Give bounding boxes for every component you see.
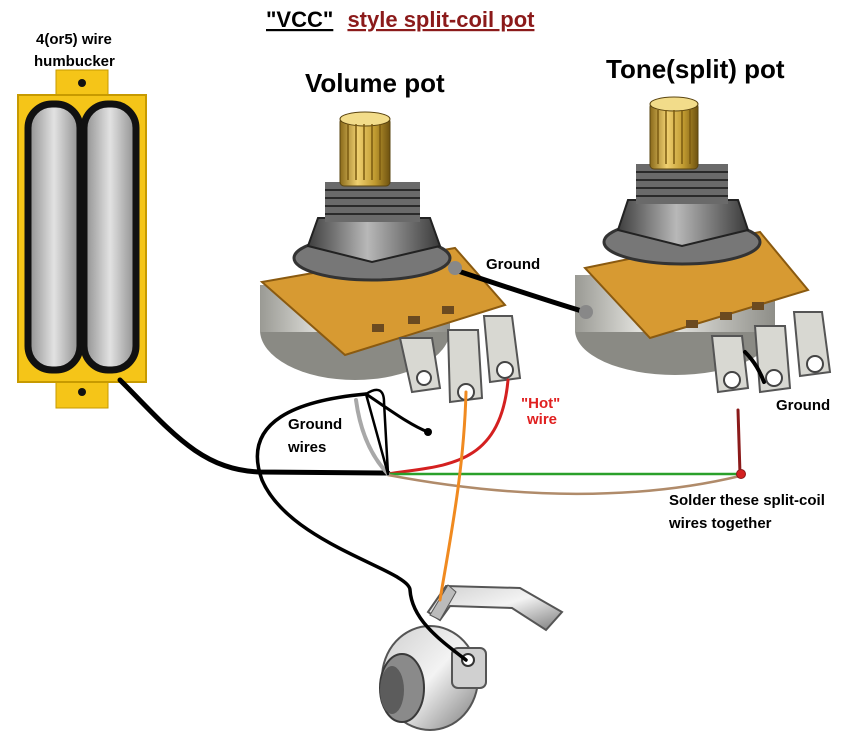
jack-sleeve-lug-hole xyxy=(461,653,475,667)
tone-pot-shaft-top xyxy=(649,96,699,112)
tone-pot-bushing xyxy=(636,164,728,204)
volume-pot-shaft-top xyxy=(339,111,391,127)
pickup-screw-hole-bottom xyxy=(78,388,86,396)
tone-pot-contact-1 xyxy=(686,320,698,328)
humbucker-label-line1: 4(or5) wire xyxy=(36,31,112,48)
pickup-coil-right xyxy=(80,100,140,374)
tone-pot-lug-3-hole xyxy=(806,355,824,373)
pickup-screw-hole-top xyxy=(78,79,86,87)
ground-label-top: Ground xyxy=(486,256,540,273)
wire-humbucker-ground xyxy=(117,377,391,476)
humbucker-label-line2: humbucker xyxy=(34,53,115,70)
ground-wires-label: Ground wires xyxy=(287,416,346,456)
volume-pot-shaft-splines xyxy=(347,124,381,180)
wire-hot-red xyxy=(386,378,510,476)
ground-solder-dot-lug1 xyxy=(424,428,432,436)
jack-sleeve-lug xyxy=(451,647,487,689)
wire-split-tan xyxy=(386,473,742,496)
volume-pot-contact-2 xyxy=(408,316,420,324)
wire-jack-tip-orange xyxy=(438,390,468,602)
wire-tone-ground-jumper xyxy=(743,350,766,384)
tone-pot-contact-3 xyxy=(752,302,764,310)
volume-pot-bushing xyxy=(325,182,420,222)
tone-pot xyxy=(575,96,832,394)
tone-pot-lug-2-hole xyxy=(765,369,783,387)
volume-pot-contact-1 xyxy=(372,324,384,332)
title-rest: style split-coil pot xyxy=(347,7,535,32)
title-quoted: "VCC" xyxy=(266,7,333,32)
output-jack xyxy=(379,584,564,731)
wire-split-dark-red xyxy=(736,408,742,476)
humbucker-label: 4(or5) wire humbucker xyxy=(34,31,116,70)
solder-label-line2: wires together xyxy=(668,515,772,532)
volume-pot-bushing-threads xyxy=(325,189,420,215)
wire-pot-to-pot-ground xyxy=(452,267,588,315)
volume-pot-lug-1-hole xyxy=(416,370,432,386)
jack-barrel xyxy=(380,666,404,714)
volume-pot-lug-2 xyxy=(446,329,484,404)
tone-pot-ground-point xyxy=(579,305,593,319)
volume-pot-ground-point xyxy=(448,261,462,275)
wire-jack-sleeve-ground xyxy=(255,392,468,662)
tone-pot-bushing-threads xyxy=(636,171,728,197)
volume-pot-lug-3-hole xyxy=(496,361,514,379)
ground-wires-label-line1: Ground xyxy=(288,416,342,433)
wires xyxy=(117,261,766,662)
hot-wire-label: "Hot" wire xyxy=(521,395,564,428)
ground-wires-label-line2: wires xyxy=(287,439,326,456)
hot-wire-label-line1: "Hot" xyxy=(521,395,560,412)
humbucker-pickup xyxy=(17,69,147,409)
ground-label-right: Ground xyxy=(776,397,830,414)
wire-ground-to-lug1 xyxy=(364,392,430,434)
tone-pot-shaft-splines xyxy=(657,110,691,164)
tone-pot-lug-1-hole xyxy=(723,371,741,389)
pickup-coil-left xyxy=(24,100,84,374)
solder-label-line1: Solder these split-coil xyxy=(669,492,825,509)
volume-pot-label: Volume pot xyxy=(305,68,445,98)
volume-pot-contact-3 xyxy=(442,306,454,314)
solder-label: Solder these split-coil wires together xyxy=(668,492,829,532)
wire-bare-ground xyxy=(354,398,390,476)
volume-pot xyxy=(259,111,522,404)
jack-spring-arm xyxy=(426,584,564,632)
tone-pot-contact-2 xyxy=(720,312,732,320)
tone-pot-label: Tone(split) pot xyxy=(606,54,785,84)
diagram-title: "VCC" style split-coil pot xyxy=(266,7,535,32)
hot-wire-label-line2: wire xyxy=(526,411,557,428)
split-solder-point xyxy=(736,469,746,479)
